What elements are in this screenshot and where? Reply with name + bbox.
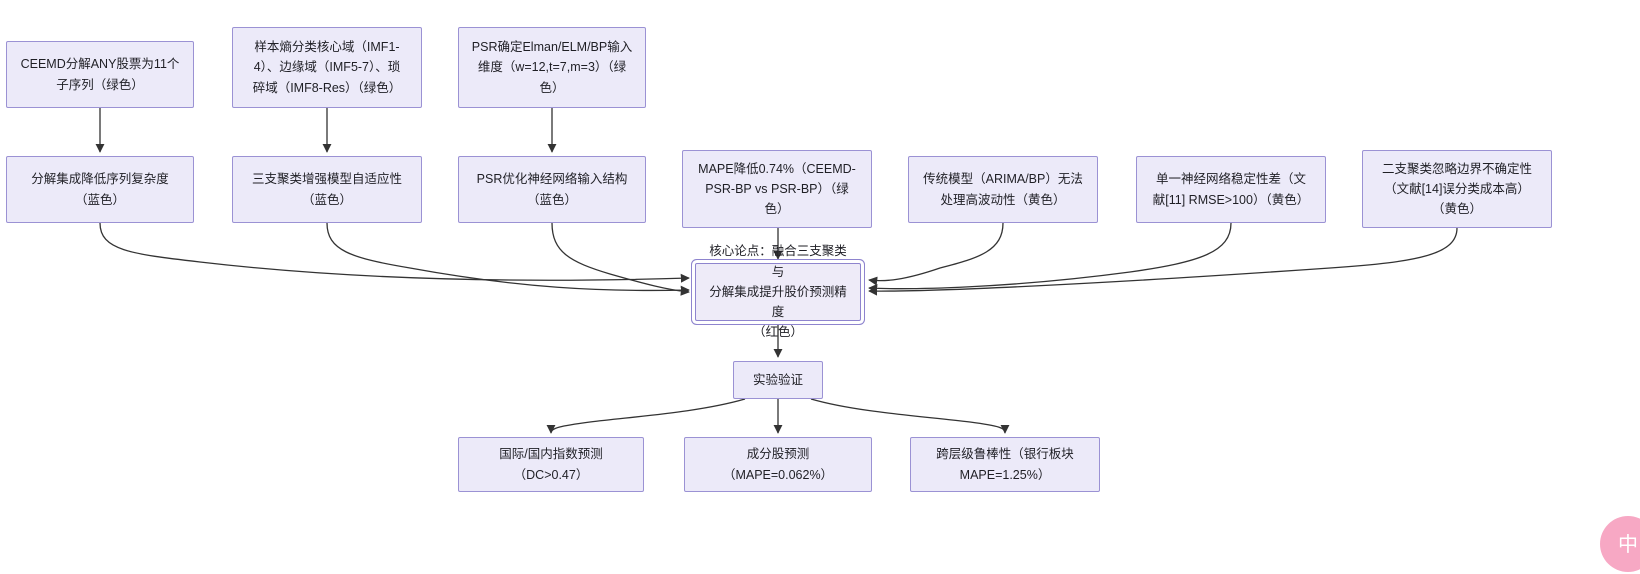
node-traditional-model-limit[interactable]: 传统模型（ARIMA/BP）无法 处理高波动性（黄色） xyxy=(908,156,1098,223)
node-experiment-verification[interactable]: 实验验证 xyxy=(733,361,823,399)
node-two-way-clustering-limit-label: 二支聚类忽略边界不确定性 （文献[14]误分类成本高） （黄色） xyxy=(1381,161,1532,217)
edge-psropt-to-core xyxy=(551,222,690,296)
node-three-way-clustering-label: 三支聚类增强模型自适应性 （蓝色） xyxy=(251,172,402,207)
node-mape-improvement-label: MAPE降低0.74%（CEEMD- PSR-BP vs PSR-BP）（绿 色… xyxy=(698,161,856,217)
node-psr-optimization-label: PSR优化神经网络输入结构 （蓝色） xyxy=(476,172,628,207)
node-psr-optimization[interactable]: PSR优化神经网络输入结构 （蓝色） xyxy=(458,156,646,223)
node-decomposition-complexity-label: 分解集成降低序列复杂度 （蓝色） xyxy=(31,172,169,207)
edge-decomp-to-core xyxy=(99,222,690,283)
node-index-prediction-label: 国际/国内指数预测 （DC>0.47） xyxy=(499,447,603,482)
edge-threeway-to-core xyxy=(326,222,690,295)
node-psr-input-dim[interactable]: PSR确定Elman/ELM/BP输入 维度（w=12,t=7,m=3）（绿 色… xyxy=(458,27,646,108)
node-single-nn-instability[interactable]: 单一神经网络稳定性差（文 献[11] RMSE>100）（黄色） xyxy=(1136,156,1326,223)
edge-arima-to-core xyxy=(868,222,1004,286)
node-core-thesis-label: 核心论点：融合三支聚类与 分解集成提升股价预测精度 （红色） xyxy=(709,244,847,340)
node-ceemd[interactable]: CEEMD分解ANY股票为11个 子序列（绿色） xyxy=(6,41,194,108)
node-ceemd-label: CEEMD分解ANY股票为11个 子序列（绿色） xyxy=(20,57,180,92)
node-experiment-verification-label: 实验验证 xyxy=(752,372,803,387)
node-psr-input-dim-label: PSR确定Elman/ELM/BP输入 维度（w=12,t=7,m=3）（绿 色… xyxy=(471,40,633,95)
edge-experiment-to-indexpred xyxy=(546,398,746,434)
watermark-text: 中 xyxy=(1618,532,1638,556)
edge-twoway-to-core xyxy=(868,227,1458,296)
edge-singlenn-to-core xyxy=(868,222,1232,293)
node-cross-level-robustness[interactable]: 跨层级鲁棒性（银行板块 MAPE=1.25%） xyxy=(910,437,1100,492)
node-sample-entropy-label: 样本熵分类核心域（IMF1- 4）、边缘域（IMF5-7）、琐 碎域（IMF8-… xyxy=(252,40,402,95)
node-core-thesis[interactable]: 核心论点：融合三支聚类与 分解集成提升股价预测精度 （红色） xyxy=(695,244,861,339)
node-cross-level-robustness-label: 跨层级鲁棒性（银行板块 MAPE=1.25%） xyxy=(936,447,1074,482)
node-index-prediction[interactable]: 国际/国内指数预测 （DC>0.47） xyxy=(458,437,644,492)
node-decomposition-complexity[interactable]: 分解集成降低序列复杂度 （蓝色） xyxy=(6,156,194,223)
node-traditional-model-limit-label: 传统模型（ARIMA/BP）无法 处理高波动性（黄色） xyxy=(923,172,1083,207)
node-sample-entropy[interactable]: 样本熵分类核心域（IMF1- 4）、边缘域（IMF5-7）、琐 碎域（IMF8-… xyxy=(232,27,422,108)
node-constituent-stock-prediction-label: 成分股预测 （MAPE=0.062%） xyxy=(722,447,834,482)
edge-experiment-to-robust xyxy=(810,398,1010,434)
node-single-nn-instability-label: 单一神经网络稳定性差（文 献[11] RMSE>100）（黄色） xyxy=(1152,172,1310,207)
node-constituent-stock-prediction[interactable]: 成分股预测 （MAPE=0.062%） xyxy=(684,437,872,492)
node-mape-improvement[interactable]: MAPE降低0.74%（CEEMD- PSR-BP vs PSR-BP）（绿 色… xyxy=(682,150,872,228)
watermark-badge: 中 xyxy=(1600,516,1640,572)
node-two-way-clustering-limit[interactable]: 二支聚类忽略边界不确定性 （文献[14]误分类成本高） （黄色） xyxy=(1362,150,1552,228)
node-three-way-clustering[interactable]: 三支聚类增强模型自适应性 （蓝色） xyxy=(232,156,422,223)
